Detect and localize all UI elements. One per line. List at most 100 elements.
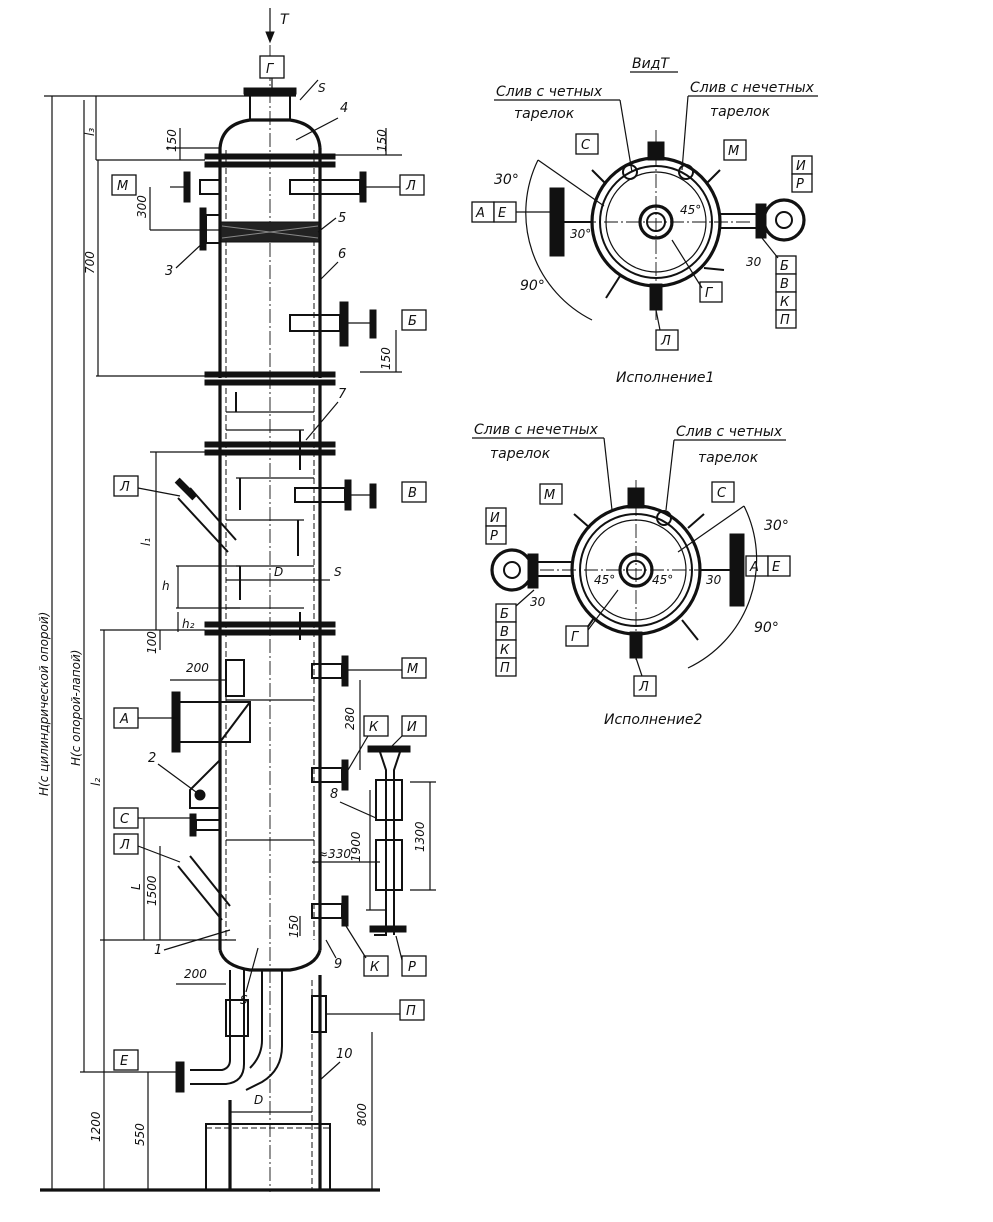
view2-drain-even-2: тарелок (698, 450, 759, 466)
nozzle-label-p: П (406, 1004, 416, 1019)
dim-200-upper: 200 (186, 661, 209, 675)
view1-label-b: Б (780, 259, 789, 274)
dim-s-mid: S (334, 565, 342, 579)
view2-angle-45: 45° (594, 573, 615, 587)
dim-100: 100 (145, 631, 159, 654)
view2-drain-even: Слив с четных (676, 424, 783, 440)
part-number-10: 10 (336, 1047, 353, 1062)
view1-label-m: М (728, 144, 739, 159)
view1-label-r: Р (796, 177, 804, 192)
part-number-8: 8 (330, 787, 338, 802)
view1-angle-30c: 30 (746, 255, 762, 269)
dim-l3: l₃ (83, 128, 97, 136)
nozzle-label-k-lower: К (370, 960, 380, 975)
view1-drain-even: Слив с четных (496, 84, 603, 100)
view2-label-l: Л (638, 680, 649, 695)
dim-700: 700 (83, 251, 97, 274)
dim-280: 280 (343, 707, 357, 730)
view-arrow-label: Т (280, 12, 290, 28)
view2-label-p: П (500, 661, 510, 676)
part-number-7: 7 (338, 387, 347, 402)
dim-1200: 1200 (89, 1111, 103, 1142)
view1-caption: Исполнение1 (616, 370, 714, 386)
view1-title: ВидТ (632, 56, 670, 72)
view1-drain-odd-2: тарелок (710, 104, 771, 120)
nozzle-label-v: В (408, 486, 417, 501)
dim-h: h (162, 579, 170, 593)
dim-150-right-top: 150 (375, 129, 389, 152)
nozzle-label-m-upper: М (117, 179, 128, 194)
nozzle-label-a: А (119, 712, 129, 727)
dim-l1: l₁ (139, 538, 153, 546)
dim-1300: 1300 (413, 821, 427, 852)
view2-label-r: Р (490, 529, 498, 544)
dim-150-left-top: 150 (165, 129, 179, 152)
nozzle-label-l-upper: Л (405, 179, 416, 194)
dim-l: L (129, 883, 143, 890)
view2-label-m: М (544, 488, 555, 503)
view2-drain-odd: Слив с нечетных (474, 422, 599, 438)
view1-drain-even-2: тарелок (514, 106, 575, 122)
column-elevation: Т Г S 4 5 М (37, 8, 436, 1192)
part-number-3: 3 (165, 264, 173, 279)
view1-angle-30: 30° (494, 172, 519, 188)
view2-label-g: Г (571, 630, 580, 645)
nozzle-label-i: И (407, 720, 417, 735)
dim-l2: l₂ (89, 778, 103, 786)
view2-label-i: И (490, 511, 500, 526)
dim-150-right-b: 150 (379, 347, 393, 370)
dim-d-top: D (274, 565, 283, 579)
part-number-2: 2 (148, 751, 156, 766)
view2-label-a: А (749, 560, 759, 575)
dim-330: ≈330 (318, 847, 351, 861)
nozzle-label-r: Р (408, 960, 416, 975)
nozzle-label-l-lower: Л (119, 838, 130, 853)
view1-angle-45: 45° (680, 203, 701, 217)
part-number-6: 6 (338, 247, 346, 262)
view2-drain-odd-2: тарелок (490, 446, 551, 462)
dim-h-leg: H(с опорой-лапой) (69, 650, 83, 766)
dim-1900: 1900 (349, 831, 363, 862)
view1-label-i: И (796, 159, 806, 174)
view2-label-v: В (500, 625, 509, 640)
view2-label-b: Б (500, 607, 509, 622)
view2-angle-30c: 30 (706, 573, 722, 587)
dim-1500: 1500 (145, 875, 159, 906)
part-number-5: 5 (338, 211, 346, 226)
view1-angle-30b: 30° (570, 227, 591, 241)
nozzle-label-b: Б (408, 314, 417, 329)
dim-550: 550 (133, 1123, 147, 1146)
view1-label-g: Г (705, 286, 714, 301)
view2-angle-90: 90° (754, 620, 779, 636)
view1-label-k: К (780, 295, 790, 310)
dim-300: 300 (135, 195, 149, 218)
view2-angle-30: 30° (764, 518, 789, 534)
view2-caption: Исполнение2 (604, 712, 702, 728)
nozzle-label-m-lower: М (407, 662, 418, 677)
view2-angle-45b: 45° (652, 573, 673, 587)
dim-h-cyl: H(с цилиндрической опорой) (37, 612, 51, 796)
plan-view-2: Слив с нечетных тарелок Слив с четных та… (472, 422, 791, 728)
nozzle-label-l-inclined: Л (119, 480, 130, 495)
view1-drain-odd: Слив с нечетных (690, 80, 815, 96)
view1-label-p: П (780, 313, 790, 328)
view2-label-s: С (717, 486, 727, 501)
view1-label-v: В (780, 277, 789, 292)
nozzle-label-s: С (120, 812, 130, 827)
part-number-4: 4 (340, 101, 348, 116)
view1-label-a: А (475, 206, 485, 221)
nozzle-label-e: Е (120, 1054, 129, 1069)
plan-view-1: ВидТ Слив с четных тарелок Слив с нечетн… (471, 56, 818, 386)
dim-s-top: S (318, 81, 326, 95)
view1-angle-90: 90° (520, 278, 545, 294)
view2-label-e: Е (772, 560, 781, 575)
part-number-9: 9 (334, 957, 342, 972)
dim-h2: h₂ (182, 617, 195, 631)
part-number-1: 1 (154, 943, 162, 958)
dim-200-lower: 200 (184, 967, 207, 981)
view2-angle-30b: 30 (530, 595, 546, 609)
view1-label-l: Л (660, 334, 671, 349)
nozzle-label-k-upper: К (369, 720, 379, 735)
view1-label-e: Е (498, 206, 507, 221)
